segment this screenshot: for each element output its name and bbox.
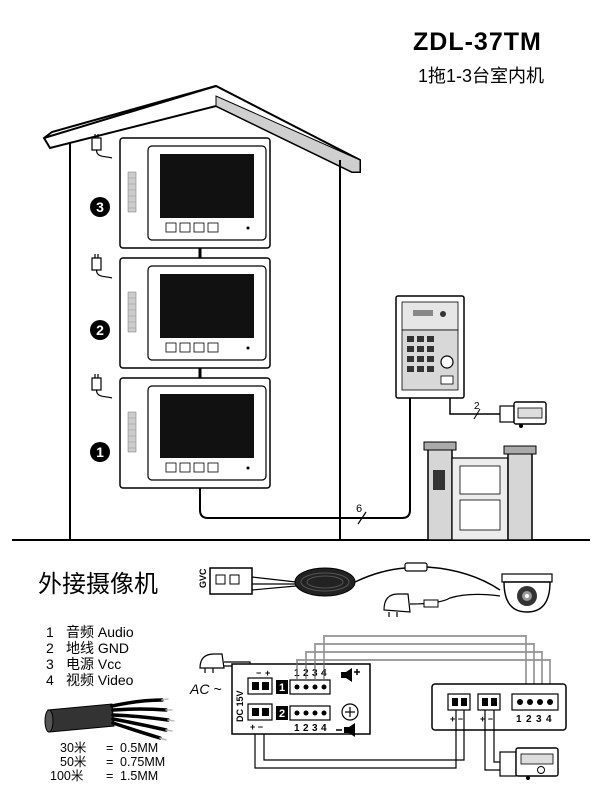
svg-text:1: 1 bbox=[46, 624, 54, 640]
power-wires bbox=[254, 710, 465, 769]
gate bbox=[423, 441, 537, 541]
electric-lock-top bbox=[499, 401, 547, 428]
svg-text:音频 Audio: 音频 Audio bbox=[66, 624, 134, 640]
badge-monitor-3: 3 bbox=[90, 197, 110, 217]
svg-text:0.5MM: 0.5MM bbox=[120, 741, 158, 755]
svg-text:+ −: + − bbox=[250, 722, 263, 732]
svg-text:=: = bbox=[106, 769, 113, 783]
lock-wire-slash bbox=[473, 408, 481, 420]
svg-text:1.5MM: 1.5MM bbox=[120, 769, 158, 783]
main-wire-count: 6 bbox=[356, 503, 362, 515]
volume-up-icon bbox=[341, 668, 360, 682]
svg-text:2: 2 bbox=[303, 723, 309, 734]
electric-lock-bottom bbox=[499, 747, 559, 780]
wire-gauge-table: 30米 = 0.5MM 50米 = 0.75MM 100米 = 1.5MM bbox=[50, 741, 165, 783]
svg-text:3: 3 bbox=[46, 656, 54, 672]
svg-text:1: 1 bbox=[294, 723, 300, 734]
subtitle: 1拖1-3台室内机 bbox=[418, 66, 544, 86]
lock-wire-count: 2 bbox=[474, 401, 480, 412]
outdoor-terminal-board: + − + − 1 2 3 4 bbox=[431, 683, 567, 731]
model-title: ZDL-37TM bbox=[413, 28, 542, 56]
badge-monitor-2: 2 bbox=[90, 320, 110, 340]
dc-label: DC 15V bbox=[235, 690, 245, 722]
indoor-board: DC 15V − + + − 1 1 2 3 4 2 1 2 3 4 bbox=[231, 663, 371, 737]
svg-text:=: = bbox=[106, 741, 113, 755]
svg-text:地线 GND: 地线 GND bbox=[66, 640, 129, 656]
svg-text:1: 1 bbox=[516, 714, 522, 725]
svg-text:4: 4 bbox=[321, 723, 327, 734]
svg-text:50米: 50米 bbox=[60, 755, 87, 769]
svg-text:视频 Video: 视频 Video bbox=[66, 672, 134, 688]
lock-wire bbox=[449, 398, 506, 415]
ac-label: AC ~ bbox=[189, 681, 222, 697]
svg-text:3: 3 bbox=[312, 723, 318, 734]
svg-text:30米: 30米 bbox=[60, 741, 87, 755]
badge-monitor-1: 1 bbox=[90, 442, 110, 462]
svg-text:4: 4 bbox=[546, 714, 552, 725]
svg-text:0.75MM: 0.75MM bbox=[120, 755, 165, 769]
indoor-monitor-3 bbox=[91, 133, 271, 249]
svg-text:2: 2 bbox=[96, 322, 104, 338]
port-1-label: 1 bbox=[279, 682, 285, 694]
svg-text:2: 2 bbox=[46, 640, 54, 656]
svg-text:3: 3 bbox=[536, 714, 542, 725]
cable-slash bbox=[357, 511, 367, 525]
svg-text:2: 2 bbox=[526, 714, 532, 725]
camera-connector: GVC bbox=[198, 567, 297, 595]
svg-text:−: − bbox=[256, 668, 261, 678]
svg-text:电源 Vcc: 电源 Vcc bbox=[66, 656, 121, 672]
outdoor-station bbox=[395, 295, 465, 399]
port-2-label: 2 bbox=[279, 708, 285, 720]
lock-terminal-wires bbox=[484, 710, 500, 771]
indoor-monitor-1 bbox=[91, 373, 271, 489]
house-roof bbox=[42, 84, 361, 173]
volume-down-icon bbox=[336, 723, 355, 737]
cable-coil bbox=[294, 562, 501, 597]
pin-legend: 1 音频 Audio 2 地线 GND 3 电源 Vcc 4 视频 Video bbox=[46, 624, 134, 688]
svg-text:=: = bbox=[106, 755, 113, 769]
indoor-monitor-2 bbox=[91, 253, 271, 369]
adjust-knob-icon bbox=[341, 703, 359, 721]
connector-label: GVC bbox=[198, 568, 208, 588]
svg-text:3: 3 bbox=[96, 199, 104, 215]
main-cable bbox=[199, 398, 411, 519]
svg-text:+ −: + − bbox=[480, 714, 493, 724]
svg-text:4: 4 bbox=[46, 672, 54, 688]
svg-text:100米: 100米 bbox=[50, 769, 84, 783]
multicore-cable-icon bbox=[44, 698, 175, 741]
svg-text:+: + bbox=[265, 668, 270, 678]
external-camera-title: 外接摄像机 bbox=[38, 571, 158, 598]
svg-text:1: 1 bbox=[96, 444, 104, 460]
camera-power-adapter bbox=[383, 593, 501, 617]
dome-camera bbox=[501, 573, 553, 613]
